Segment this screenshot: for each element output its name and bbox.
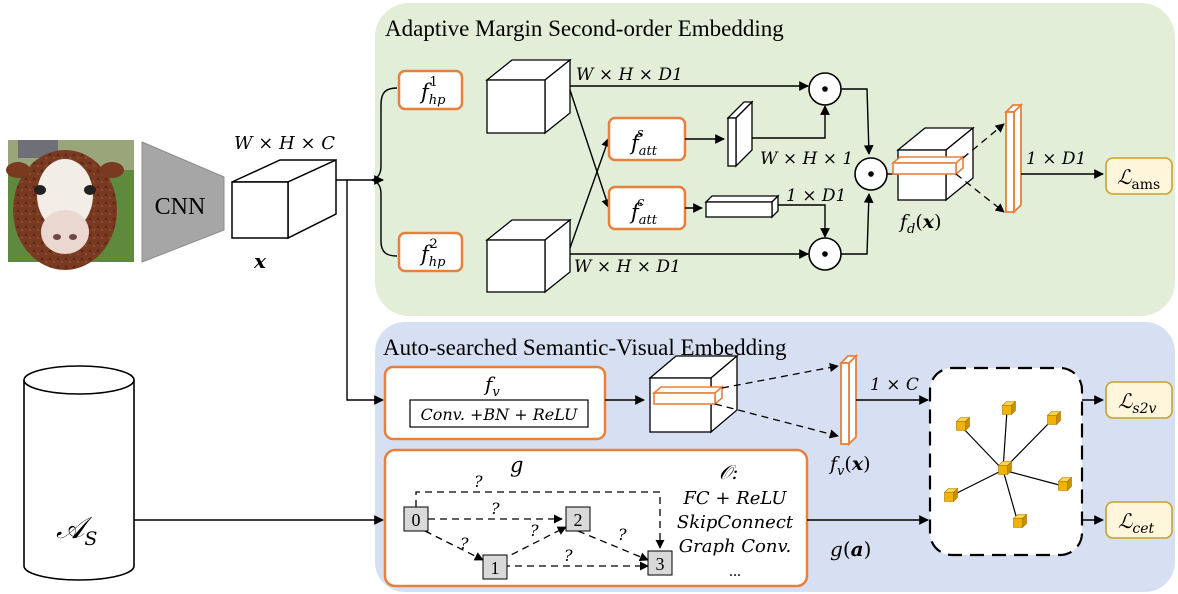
fhp2-label: fhp2 bbox=[419, 237, 446, 270]
svg-text:0: 0 bbox=[412, 510, 421, 530]
cross-to-atts bbox=[569, 137, 611, 249]
embedding-point bbox=[1057, 476, 1073, 492]
brace-split bbox=[369, 87, 398, 257]
loss-ams-box bbox=[1105, 157, 1173, 195]
embedding-point bbox=[1046, 410, 1062, 426]
svg-text:?: ? bbox=[474, 472, 483, 491]
dag-node-3: 3 bbox=[647, 550, 673, 576]
map-to-top-had bbox=[752, 105, 830, 139]
embedding-point bbox=[943, 487, 959, 503]
svg-text:?: ? bbox=[530, 521, 539, 540]
attributes-cylinder bbox=[23, 365, 135, 581]
loss-s2v-label: ℒs2v bbox=[1118, 389, 1156, 417]
top-whd-label: W × H × D1 bbox=[576, 65, 683, 85]
bottom-had-to-mid bbox=[841, 193, 874, 255]
channel-dim-label: 1 × D1 bbox=[786, 186, 846, 206]
cow-image bbox=[6, 140, 134, 270]
cnn-label: CNN bbox=[155, 194, 206, 220]
dag-node-1: 1 bbox=[482, 554, 508, 580]
dag-edge-labels: ? ? ? ? ? ? bbox=[460, 472, 627, 565]
embedding-point bbox=[955, 416, 971, 432]
svg-text:3: 3 bbox=[656, 554, 665, 574]
bottom-whd-label: W × H × D1 bbox=[574, 257, 681, 277]
g-box bbox=[383, 448, 809, 588]
fv-formula: Conv. +BN + ReLU bbox=[421, 405, 579, 424]
hadamard-top bbox=[808, 72, 842, 106]
svg-text:?: ? bbox=[618, 525, 627, 544]
v-out-dim: 1 × C bbox=[870, 375, 919, 395]
feature-var-x: x bbox=[253, 249, 267, 273]
svg-text:?: ? bbox=[460, 534, 469, 553]
fv-vector bbox=[838, 353, 859, 447]
hadamard-middle bbox=[854, 157, 888, 191]
fd-vector bbox=[1003, 102, 1024, 215]
op-skip-connect: SkipConnect bbox=[677, 512, 794, 533]
spatial-dim-label: W × H × 1 bbox=[760, 149, 853, 169]
spatial-map bbox=[726, 100, 754, 168]
cnn-block bbox=[141, 141, 225, 263]
hp1-cube bbox=[485, 58, 572, 135]
embedding-point bbox=[1012, 513, 1028, 529]
ams-out-dim: 1 × D1 bbox=[1026, 149, 1086, 169]
ga-label: g(a) bbox=[830, 537, 871, 561]
svg-text:?: ? bbox=[491, 499, 500, 518]
loss-ams-label: ℒams bbox=[1117, 165, 1160, 193]
fhp1-label: fhp1 bbox=[419, 75, 446, 108]
fd-slice bbox=[890, 155, 966, 176]
fhp1-box bbox=[397, 69, 464, 111]
fd-label: fd(x) bbox=[898, 211, 942, 237]
cross-to-attc bbox=[569, 89, 611, 209]
fvx-label: fv(x) bbox=[828, 453, 871, 479]
dag-node-2: 2 bbox=[565, 506, 591, 532]
ams-panel-title: Adaptive Margin Second-order Embedding bbox=[385, 16, 784, 41]
svg-text:1: 1 bbox=[491, 558, 500, 578]
hadamard-bottom bbox=[808, 237, 842, 271]
fd-dash-bottom bbox=[955, 173, 1005, 213]
embedding-point bbox=[1001, 400, 1017, 416]
att-c-label: fattc bbox=[629, 195, 658, 228]
dag-edges bbox=[415, 491, 665, 571]
op-more: ... bbox=[729, 563, 741, 580]
op-graph-conv: Graph Conv. bbox=[679, 536, 792, 557]
fv-formula-frame bbox=[409, 399, 589, 428]
fd-dash-top bbox=[962, 123, 1005, 159]
vec-to-bottom-had bbox=[778, 204, 830, 238]
embedding-points bbox=[943, 400, 1073, 529]
feature-cube bbox=[231, 158, 337, 240]
svg-text:2: 2 bbox=[574, 510, 583, 530]
fv-slice bbox=[651, 385, 725, 406]
fv-dash-top bbox=[721, 363, 839, 389]
attributes-label: 𝒜S bbox=[56, 511, 97, 550]
op-fc-relu: FC + ReLU bbox=[682, 488, 787, 509]
feature-dim-label: W × H × C bbox=[234, 133, 335, 154]
fhp2-box bbox=[397, 231, 464, 273]
embedding-center-point bbox=[997, 460, 1013, 476]
ams-panel bbox=[375, 3, 1175, 316]
top-had-to-mid bbox=[841, 88, 874, 155]
g-title: g bbox=[510, 453, 523, 477]
hp2-cube bbox=[485, 218, 572, 294]
dag-node-0: 0 bbox=[403, 506, 429, 532]
svg-text:?: ? bbox=[564, 546, 573, 565]
att-s-label: fatts bbox=[629, 126, 658, 159]
trunk-line bbox=[336, 179, 384, 405]
loss-cet-label: ℒcet bbox=[1118, 509, 1155, 537]
fv-dash-bottom bbox=[714, 403, 839, 439]
channel-vector bbox=[704, 194, 780, 219]
ops-title: 𝒪: bbox=[719, 460, 738, 484]
loss-cet-box bbox=[1105, 501, 1173, 539]
loss-s2v-box bbox=[1105, 381, 1173, 419]
